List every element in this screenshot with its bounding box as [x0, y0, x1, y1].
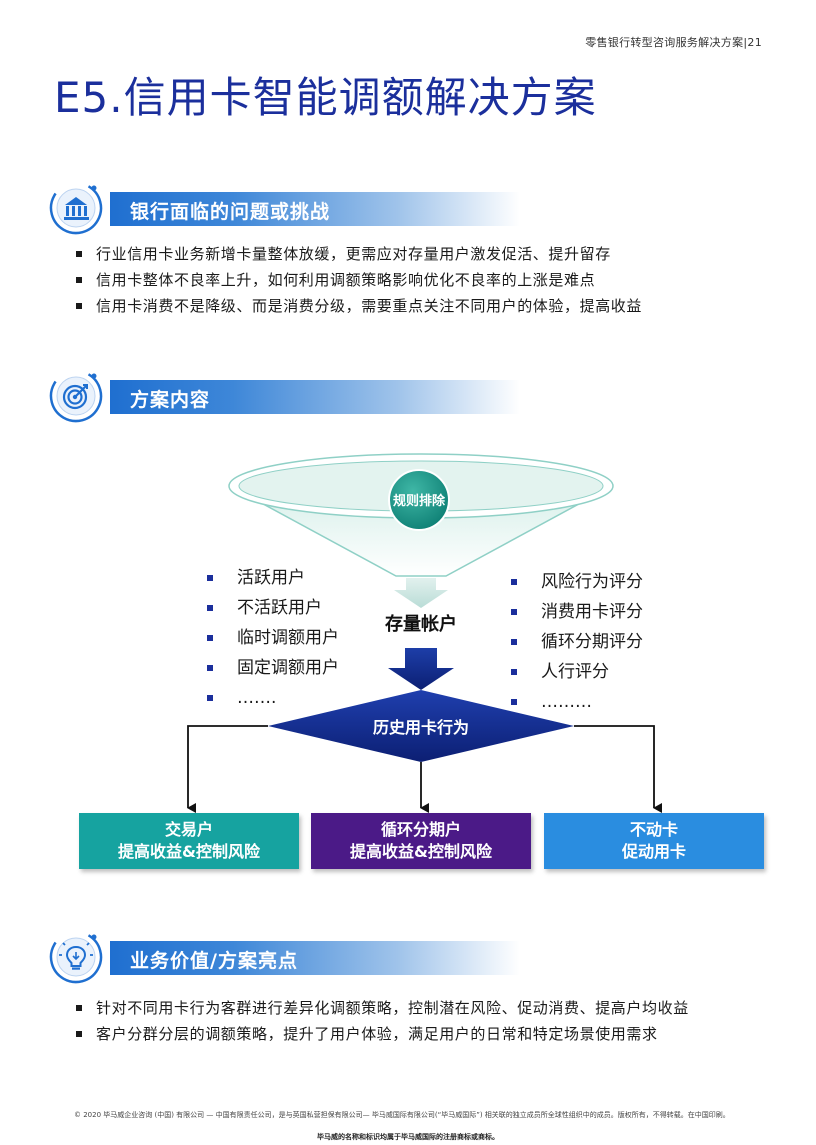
list-item: 信用卡整体不良率上升，如何利用调额策略影响优化不良率的上涨是难点 [76, 267, 642, 293]
stock-accounts-label: 存量帐户 [385, 614, 457, 635]
outcome-title: 循环分期户 [380, 820, 461, 839]
list-item: 客户分群分层的调额策略，提升了用户体验，满足用户的日常和特定场景使用需求 [76, 1021, 689, 1047]
section-title: 方案内容 [130, 389, 211, 411]
outcome-box-dormant: 不动卡 促动用卡 [544, 813, 764, 869]
outcome-box-transactor: 交易户 提高收益&控制风险 [79, 813, 299, 869]
outcome-subtitle: 提高收益&控制风险 [350, 842, 492, 861]
list-item: 针对不同用卡行为客群进行差异化调额策略，控制潜在风险、促动消费、提高户均收益 [76, 995, 689, 1021]
lightbulb-icon [49, 930, 103, 984]
list-item: 消费用卡评分 [511, 597, 643, 627]
section-bar [110, 380, 520, 414]
funnel-ball [388, 469, 450, 531]
bank-icon [49, 181, 103, 235]
section-value-header: 业务价值/方案亮点 [48, 929, 520, 985]
section-challenges-header: 银行面临的问题或挑战 [48, 180, 520, 236]
section-bar [110, 192, 520, 226]
funnel-label: 规则排除 [392, 494, 445, 509]
funnel-output-arrow [394, 578, 448, 608]
list-item: 信用卡消费不是降级、而是消费分级，需要重点关注不同用户的体验，提高收益 [76, 293, 642, 319]
trademark-footer: 毕马威的名称和标识均属于毕马威国际的注册商标或商标。 [317, 1133, 499, 1141]
list-item: 行业信用卡业务新增卡量整体放缓，更需应对存量用户激发促活、提升留存 [76, 241, 642, 267]
outcome-box-revolver: 循环分期户 提高收益&控制风险 [311, 813, 531, 869]
running-header: 零售银行转型咨询服务解决方案|21 [585, 36, 762, 49]
list-item: 固定调额用户 [207, 653, 339, 683]
challenges-list: 行业信用卡业务新增卡量整体放缓，更需应对存量用户激发促活、提升留存 信用卡整体不… [76, 241, 642, 319]
flow-arrow [388, 648, 454, 690]
list-item: 循环分期评分 [511, 627, 643, 657]
value-list: 针对不同用卡行为客群进行差异化调额策略，控制潜在风险、促动消费、提高户均收益 客… [76, 995, 689, 1047]
section-title: 银行面临的问题或挑战 [130, 201, 331, 223]
section-solution-header: 方案内容 [48, 368, 520, 424]
user-type-list: 活跃用户 不活跃用户 临时调额用户 固定调额用户 ……. [207, 563, 339, 713]
score-list: 风险行为评分 消费用卡评分 循环分期评分 人行评分 ……… [511, 567, 643, 717]
section-title: 业务价值/方案亮点 [130, 950, 298, 972]
list-item: 风险行为评分 [511, 567, 643, 597]
diamond-label: 历史用卡行为 [372, 718, 469, 737]
legal-footer: © 2020 毕马威企业咨询 (中国) 有限公司 — 中国有限责任公司，是与英国… [74, 1111, 730, 1119]
outcome-title: 不动卡 [629, 820, 678, 839]
list-item: ……… [511, 687, 643, 717]
outcome-title: 交易户 [164, 820, 213, 839]
list-item: 不活跃用户 [207, 593, 339, 623]
target-icon [49, 369, 103, 423]
list-item: 临时调额用户 [207, 623, 339, 653]
list-item: 活跃用户 [207, 563, 339, 593]
list-item: 人行评分 [511, 657, 643, 687]
outcome-subtitle: 促动用卡 [621, 842, 686, 861]
list-item: ……. [207, 683, 339, 713]
history-diamond [268, 690, 574, 762]
solution-diagram: 规则排除 存量帐户 历史用卡行为 活跃用户 不活跃用户 临时调额用户 固定调额用… [0, 450, 816, 900]
outcome-subtitle: 提高收益&控制风险 [118, 842, 260, 861]
page-title: E5.信用卡智能调额解决方案 [54, 73, 597, 122]
section-bar [110, 941, 520, 975]
diagram-graphics [187, 453, 662, 813]
branch-connectors [187, 725, 662, 813]
